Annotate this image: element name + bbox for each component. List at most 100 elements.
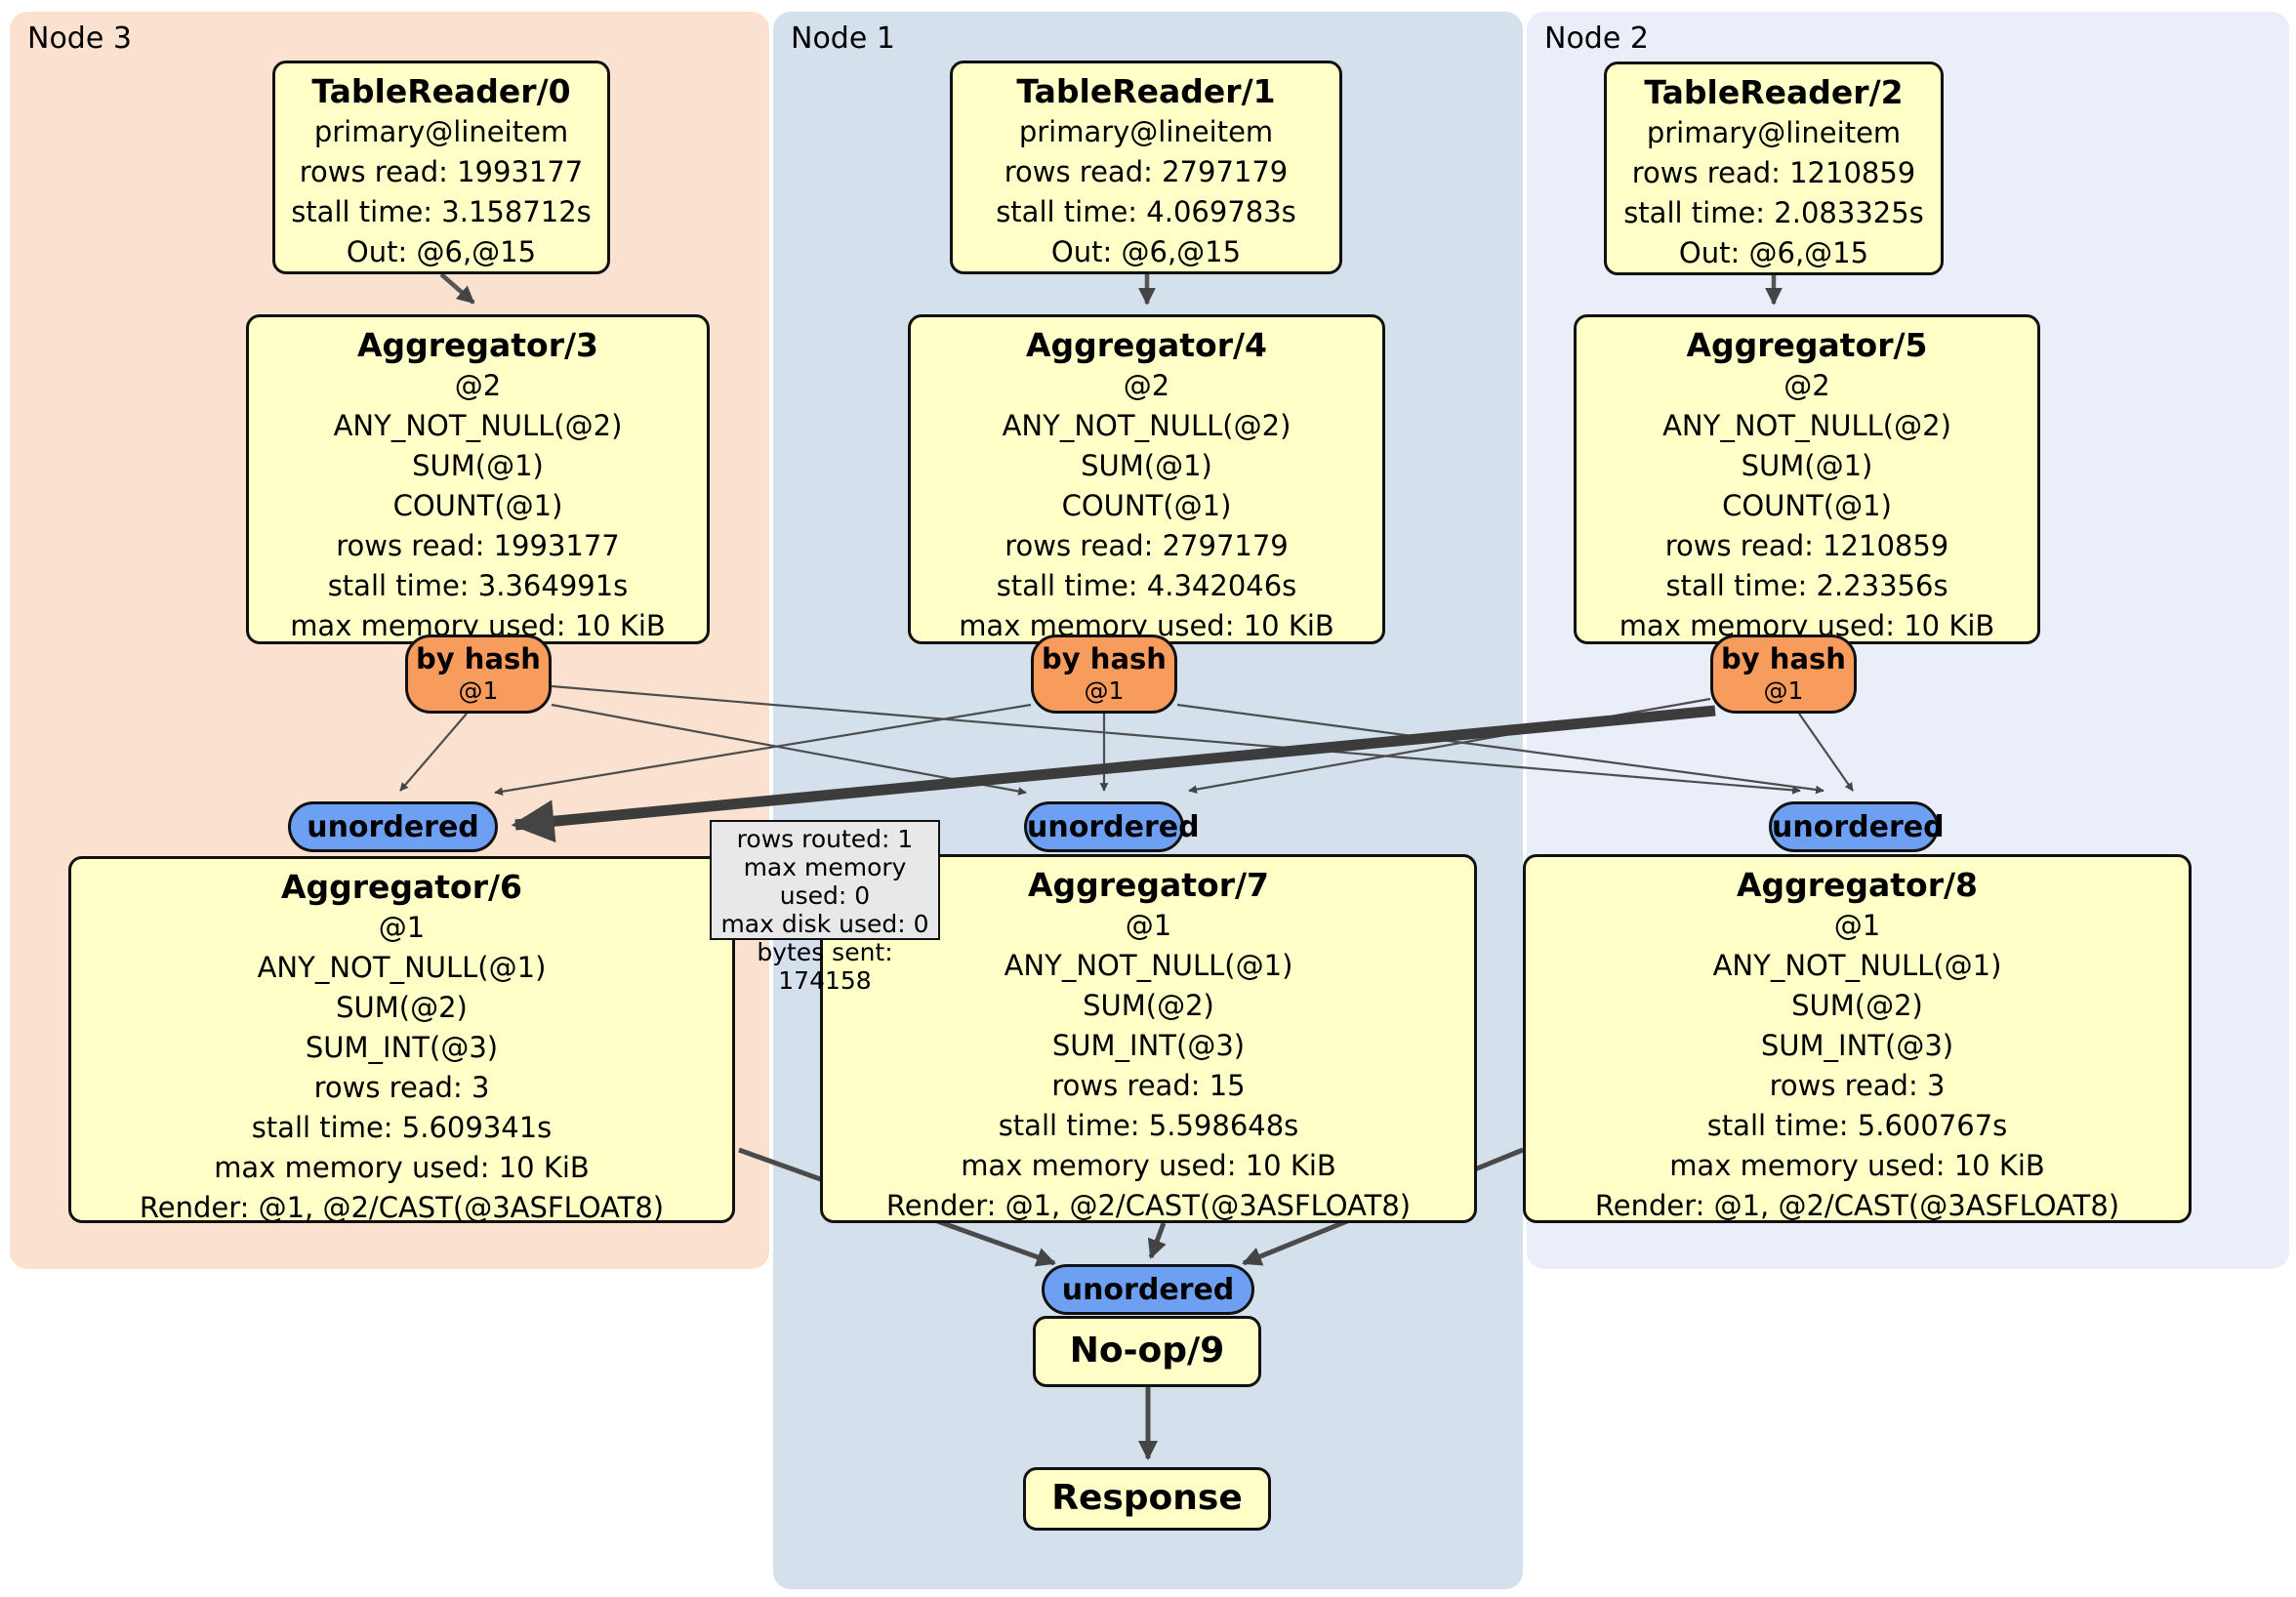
processor-detail: primary@lineitem — [313, 115, 569, 148]
edge-router2-sync2[interactable] — [1798, 713, 1854, 792]
processor-aggregator-3[interactable]: Aggregator/3 @2 ANY_NOT_NULL(@2) SUM(@1)… — [246, 314, 710, 644]
processor-detail: Out: @6,@15 — [346, 235, 537, 268]
processor-detail: @1 — [1125, 909, 1172, 942]
processor-detail: max memory used: 10 KiB — [961, 1149, 1336, 1182]
processor-title: Aggregator/7 — [1027, 866, 1270, 904]
processor-detail: SUM(@2) — [1791, 989, 1923, 1022]
processor-title: Aggregator/6 — [280, 868, 523, 906]
processor-detail: ANY_NOT_NULL(@1) — [1712, 949, 2002, 982]
edge-agg7-final-sync[interactable] — [1147, 1222, 1167, 1259]
edge-tr0-agg3[interactable] — [439, 272, 475, 305]
processor-detail: rows read: 2797179 — [1004, 529, 1289, 562]
processor-title: Aggregator/4 — [1025, 326, 1268, 364]
processor-detail: @2 — [454, 369, 502, 402]
processor-detail: ANY_NOT_NULL(@1) — [257, 951, 547, 984]
processor-detail: stall time: 4.342046s — [996, 569, 1297, 602]
processor-detail: SUM_INT(@3) — [1760, 1029, 1954, 1062]
processor-detail: rows read: 3 — [1769, 1069, 1946, 1102]
processor-detail: stall time: 2.23356s — [1665, 569, 1948, 602]
tooltip-line: max disk used: 0 — [720, 910, 929, 938]
processor-detail: ANY_NOT_NULL(@1) — [1004, 949, 1293, 982]
processor-title: Response — [1051, 1478, 1243, 1518]
processor-detail: @1 — [378, 911, 426, 944]
processor-aggregator-5[interactable]: Aggregator/5 @2 ANY_NOT_NULL(@2) SUM(@1)… — [1574, 314, 2040, 644]
region-node-1-label: Node 1 — [791, 21, 895, 56]
processor-detail: max memory used: 10 KiB — [1669, 1149, 2045, 1182]
processor-title: Aggregator/8 — [1736, 866, 1979, 904]
processor-title: TableReader/1 — [1016, 72, 1276, 110]
processor-detail: SUM(@2) — [336, 991, 468, 1024]
edge-stats-tooltip: rows routed: 1 max memory used: 0 max di… — [710, 820, 940, 995]
processor-detail: ANY_NOT_NULL(@2) — [1662, 409, 1951, 442]
processor-detail: stall time: 5.600767s — [1706, 1109, 2008, 1142]
processor-tablereader-1[interactable]: TableReader/1 primary@lineitem rows read… — [950, 61, 1342, 274]
processor-detail: rows read: 15 — [1051, 1069, 1246, 1102]
processor-noop-9[interactable]: No-op/9 — [1033, 1316, 1261, 1387]
processor-detail: SUM_INT(@3) — [305, 1031, 499, 1064]
processor-title: TableReader/0 — [311, 72, 571, 110]
router-label: by hash — [1042, 642, 1167, 676]
edge-router3-sync2[interactable] — [551, 684, 1801, 795]
processor-detail: Render: @1, @2/CAST(@3ASFLOAT8) — [139, 1191, 665, 1224]
processor-detail: COUNT(@1) — [392, 489, 563, 522]
router-arg: @1 — [1763, 676, 1804, 705]
edge-router3-sync3[interactable] — [399, 713, 468, 792]
router-arg: @1 — [1084, 676, 1125, 705]
processor-detail: SUM(@1) — [1081, 449, 1212, 482]
sync-label: unordered — [1061, 1273, 1235, 1307]
tooltip-line: rows routed: 1 — [736, 825, 914, 853]
sync-label: unordered — [1772, 810, 1945, 844]
processor-detail: stall time: 2.083325s — [1623, 196, 1924, 229]
edge-router1-sync3[interactable] — [494, 703, 1032, 797]
processor-detail: Render: @1, @2/CAST(@3ASFLOAT8) — [1594, 1189, 2120, 1222]
processor-aggregator-8[interactable]: Aggregator/8 @1 ANY_NOT_NULL(@1) SUM(@2)… — [1523, 854, 2192, 1223]
processor-detail: SUM_INT(@3) — [1051, 1029, 1246, 1062]
tooltip-line: max memory used: 0 — [743, 853, 907, 910]
processor-detail: COUNT(@1) — [1061, 489, 1232, 522]
processor-detail: @2 — [1123, 369, 1170, 402]
processor-detail: rows read: 1993177 — [299, 155, 584, 188]
processor-aggregator-6[interactable]: Aggregator/6 @1 ANY_NOT_NULL(@1) SUM(@2)… — [68, 856, 735, 1224]
edge-router1-sync2[interactable] — [1176, 703, 1824, 795]
processor-detail: max memory used: 10 KiB — [214, 1151, 590, 1184]
router-by-hash-node3[interactable]: by hash @1 — [405, 635, 552, 714]
processor-detail: rows read: 1210859 — [1664, 529, 1949, 562]
sync-unordered-final[interactable]: unordered — [1042, 1264, 1254, 1315]
sync-unordered-node1[interactable]: unordered — [1024, 801, 1200, 852]
processor-detail: rows read: 1993177 — [336, 529, 620, 562]
processor-detail: rows read: 1210859 — [1631, 156, 1916, 189]
router-by-hash-node1[interactable]: by hash @1 — [1031, 635, 1177, 714]
region-node-2-label: Node 2 — [1544, 21, 1649, 56]
processor-detail: stall time: 3.364991s — [327, 569, 629, 602]
processor-detail: SUM(@2) — [1083, 989, 1214, 1022]
processor-detail: Render: @1, @2/CAST(@3ASFLOAT8) — [885, 1189, 1412, 1222]
processor-detail: @2 — [1784, 369, 1830, 402]
router-arg: @1 — [458, 676, 499, 705]
processor-detail: primary@lineitem — [1646, 116, 1902, 149]
processor-detail: stall time: 4.069783s — [996, 195, 1296, 228]
processor-tablereader-2[interactable]: TableReader/2 primary@lineitem rows read… — [1604, 61, 1944, 275]
processor-detail: SUM(@1) — [1741, 449, 1873, 482]
router-by-hash-node2[interactable]: by hash @1 — [1710, 635, 1857, 714]
processor-title: Aggregator/3 — [356, 326, 599, 364]
sync-unordered-node2[interactable]: unordered — [1769, 801, 1945, 852]
processor-detail: rows read: 2797179 — [1004, 155, 1289, 188]
processor-detail: stall time: 3.158712s — [291, 195, 592, 228]
edge-router2-sync3-highlighted[interactable] — [511, 705, 1716, 843]
sync-unordered-node3[interactable]: unordered — [288, 801, 498, 852]
processor-detail: Out: @6,@15 — [1050, 235, 1242, 268]
processor-title: No-op/9 — [1069, 1331, 1225, 1371]
sync-label: unordered — [1027, 810, 1200, 844]
router-label: by hash — [416, 642, 541, 676]
sync-label: unordered — [307, 810, 479, 844]
processor-detail: primary@lineitem — [1018, 115, 1274, 148]
processor-detail: ANY_NOT_NULL(@2) — [333, 409, 623, 442]
region-node-3-label: Node 3 — [27, 21, 132, 56]
processor-response[interactable]: Response — [1023, 1467, 1271, 1531]
processor-tablereader-0[interactable]: TableReader/0 primary@lineitem rows read… — [272, 61, 610, 274]
processor-aggregator-4[interactable]: Aggregator/4 @2 ANY_NOT_NULL(@2) SUM(@1)… — [908, 314, 1385, 644]
processor-title: TableReader/2 — [1644, 73, 1904, 111]
edge-router3-sync1[interactable] — [551, 703, 1027, 796]
router-label: by hash — [1721, 642, 1846, 676]
